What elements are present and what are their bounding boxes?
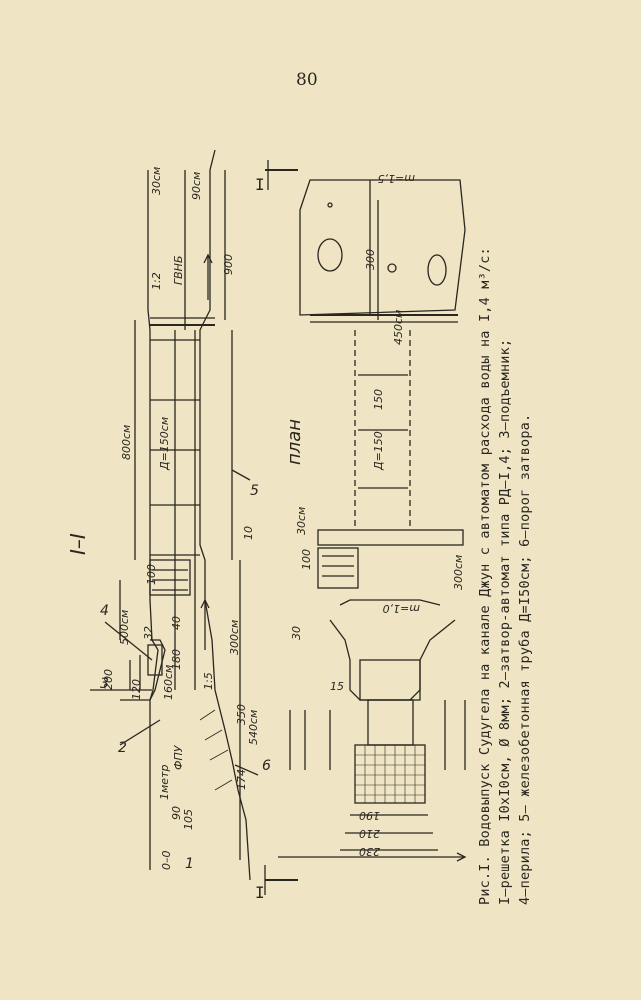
section-len-32: 32 <box>142 626 155 640</box>
plan-w-300: 300 <box>364 249 377 270</box>
cut-mark-top: I <box>255 175 265 194</box>
section-len-105: 105 <box>182 809 195 830</box>
plan-view <box>264 160 467 895</box>
plan-title: план <box>284 419 305 465</box>
cut-mark-bottom: I <box>255 883 265 902</box>
plan-w-150: 150 <box>372 389 385 410</box>
plan-w-190: 190 <box>359 809 380 822</box>
section-len-30: 30см <box>150 167 163 195</box>
plan-w-30: 30 <box>290 626 303 640</box>
section-len-40: 40 <box>170 616 183 630</box>
section-num-3: 3 <box>100 676 109 692</box>
section-len-540: 540см <box>247 710 260 745</box>
caption-line-1: Рис.I. Водовыпуск Судугела на канале Джу… <box>477 247 493 905</box>
section-len-800: 800см <box>120 425 133 460</box>
section-num-6: 6 <box>262 758 271 774</box>
section-level-fp: ФПУ <box>172 744 185 770</box>
section-len-90cm: 90см <box>190 172 203 200</box>
section-len-160: 160см <box>162 665 175 700</box>
section-num-10: 10 <box>242 526 255 540</box>
section-len-900: 900 <box>222 254 235 275</box>
plan-w-230: 230 <box>359 845 380 858</box>
caption-line-2: I–решетка I0xI0см, Ø 8мм; 2–затвор-автом… <box>497 338 513 905</box>
section-slope-1-5: 1:5 <box>202 672 215 690</box>
section-len-300: 300см <box>228 620 241 655</box>
section-len-120: 120 <box>130 679 143 700</box>
section-num-1: 1 <box>185 856 194 872</box>
section-view <box>90 149 259 881</box>
plan-w-30cm: 30см <box>295 507 308 535</box>
section-len-100: 100 <box>145 564 158 585</box>
plan-m-10: m=1,0 <box>383 602 420 615</box>
section-len-180: 180 <box>170 649 183 670</box>
section-level-0: 0–0 <box>160 851 173 871</box>
section-len-174: 174 <box>235 769 248 790</box>
section-len-350: 350 <box>235 704 248 725</box>
section-len-500: 500см <box>118 610 131 645</box>
section-len-90: 90 <box>170 806 183 820</box>
plan-w-300cm: 300см <box>452 555 465 590</box>
plan-w-450: 450см <box>392 310 405 345</box>
section-len-200: 200 <box>102 669 115 690</box>
section-num-4: 4 <box>100 603 109 619</box>
section-slope-1-2: 1:2 <box>150 272 163 290</box>
caption-line-3: 4–перила; 5– железобетонная труба Д=I50с… <box>517 413 533 905</box>
plan-m-15: m=1,5 <box>378 172 415 185</box>
plan-w-15: 15 <box>330 680 344 693</box>
page-number: 80 <box>296 70 318 90</box>
plan-w-210: 210 <box>359 827 380 840</box>
plan-w-100: 100 <box>300 549 313 570</box>
section-level-gvnb: ГВНБ <box>172 256 185 286</box>
section-num-2: 2 <box>118 740 127 756</box>
section-num-5: 5 <box>250 483 259 499</box>
section-d-pipe: Д=150см <box>158 417 171 471</box>
figure-caption: Рис.I. Водовыпуск Судугела на канале Джу… <box>475 185 565 905</box>
section-title: I–I <box>66 533 90 555</box>
plan-d-pipe: Д=150 <box>372 431 385 471</box>
section-level-1m: 1метр <box>158 765 171 800</box>
